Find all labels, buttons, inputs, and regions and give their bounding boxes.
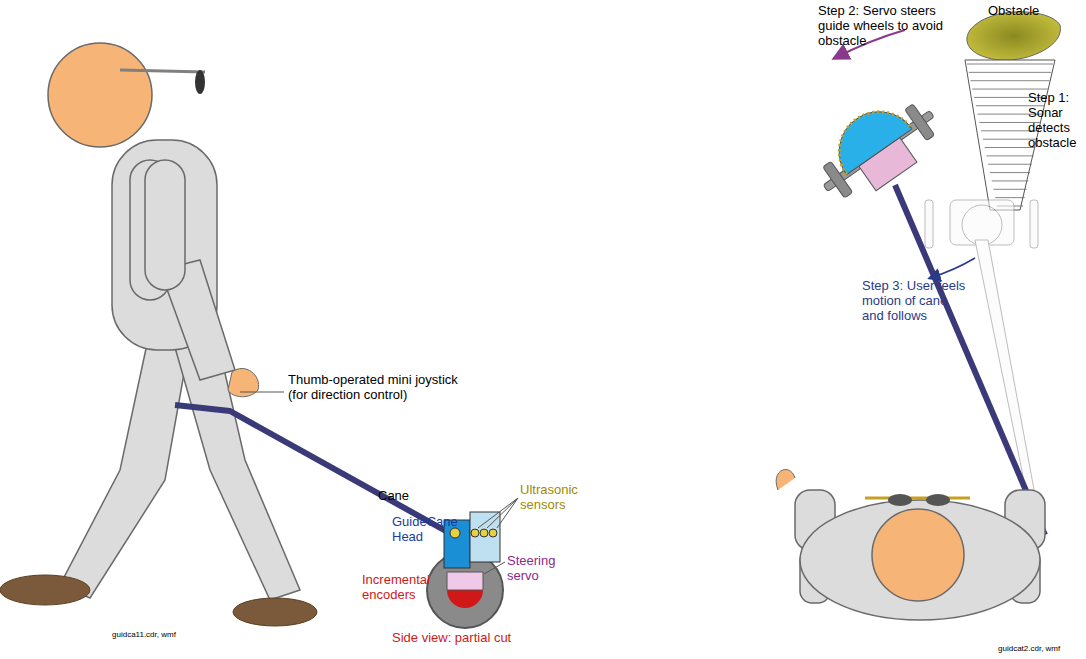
- callout-label: GuideCane Head: [392, 514, 444, 544]
- sonar-line: [972, 89, 1047, 90]
- file-note: guidca11.cdr, wmf: [112, 630, 202, 640]
- sonar-line: [969, 72, 1051, 73]
- callout-label: Ultrasonic sensors: [520, 482, 600, 512]
- callout-label: Incremental encoders: [362, 572, 444, 602]
- sonar-line: [971, 80, 1050, 81]
- sonar-line: [988, 164, 1032, 165]
- file-note: guidcat2.cdr, wmf: [998, 644, 1082, 654]
- step-label: Step 2: Servo steers guide wheels to avo…: [818, 3, 948, 48]
- callout-label: Cane: [378, 488, 418, 503]
- sonar-line: [985, 147, 1036, 148]
- sonar-line: [967, 64, 1053, 65]
- sonar-line: [990, 172, 1030, 173]
- view-caption: Side view: partial cut: [392, 630, 552, 645]
- step-label: Step 3: User feels motion of cane and fo…: [862, 278, 967, 323]
- sonar-line: [992, 180, 1029, 181]
- step-label: Step 1: Sonar detects obstacle: [1028, 90, 1082, 150]
- sonar-line: [993, 189, 1026, 190]
- callout-label: Thumb-operated mini joystick (for direct…: [288, 372, 458, 402]
- sonar-line: [986, 155, 1033, 156]
- sonar-line: [995, 197, 1025, 198]
- callout-label: Steering servo: [507, 553, 577, 583]
- callout-label: Obstacle: [988, 3, 1058, 18]
